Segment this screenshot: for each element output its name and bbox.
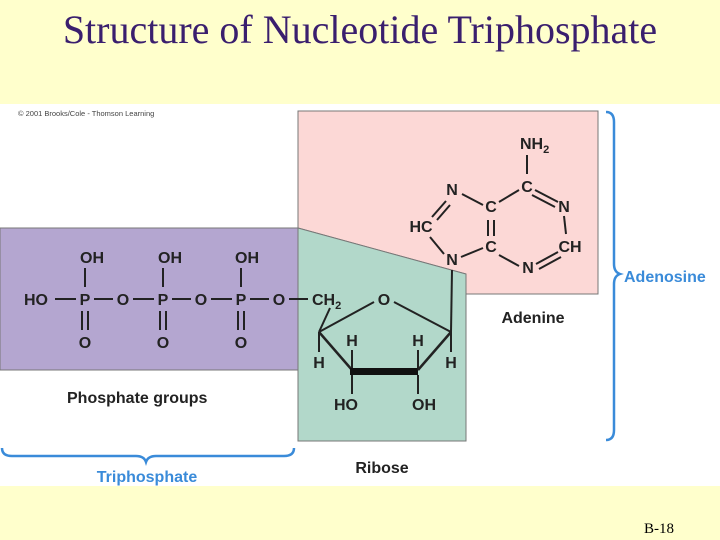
atom-ho: HO bbox=[24, 292, 48, 309]
atom-n7: N bbox=[446, 182, 458, 199]
copyright-text: © 2001 Brooks/Cole - Thomson Learning bbox=[18, 109, 154, 118]
bond bbox=[417, 331, 452, 371]
bond bbox=[318, 331, 353, 371]
bond bbox=[534, 189, 559, 203]
ribose-bottom-bond bbox=[350, 368, 418, 375]
bond bbox=[535, 251, 559, 265]
bond bbox=[450, 269, 453, 333]
atom-o-bridge-2: O bbox=[195, 292, 207, 309]
bond bbox=[318, 307, 331, 333]
nucleotide-diagram: © 2001 Brooks/Cole - Thomson Learning OH… bbox=[0, 109, 706, 486]
atom-p-1: P bbox=[80, 292, 91, 309]
atom-o-ring: O bbox=[378, 292, 390, 309]
atom-n1: N bbox=[558, 199, 570, 216]
bond bbox=[460, 247, 484, 258]
atom-c5: C bbox=[485, 199, 497, 216]
bond bbox=[498, 254, 520, 267]
atom-o-double-1: O bbox=[79, 335, 91, 352]
atom-n9: N bbox=[446, 252, 458, 269]
atom-nh2: NH2 bbox=[520, 136, 549, 156]
atom-c6: C bbox=[521, 179, 533, 196]
atom-c4: C bbox=[485, 239, 497, 256]
atom-oh-3: OH bbox=[235, 250, 259, 267]
triphosphate-bracket bbox=[0, 447, 296, 466]
atom-h-4: H bbox=[445, 355, 457, 372]
bond bbox=[498, 189, 520, 203]
ribose-label: Ribose bbox=[355, 460, 408, 477]
atom-ch2-purine: CH bbox=[558, 239, 581, 256]
bond bbox=[318, 301, 375, 333]
atom-p-3: P bbox=[236, 292, 247, 309]
adenosine-bracket bbox=[605, 110, 624, 442]
atom-oh-2: OH bbox=[158, 250, 182, 267]
adenosine-label: Adenosine bbox=[624, 269, 706, 286]
atom-oh-1: OH bbox=[80, 250, 104, 267]
nucleotide-figure: © 2001 Brooks/Cole - Thomson Learning OH… bbox=[0, 104, 720, 486]
phosphate-groups-label: Phosphate groups bbox=[67, 390, 208, 407]
bond bbox=[461, 193, 484, 206]
atom-h-2: H bbox=[346, 333, 358, 350]
atom-h-3: H bbox=[412, 333, 424, 350]
atom-o-bridge-3: O bbox=[273, 292, 285, 309]
atom-o-double-3: O bbox=[235, 335, 247, 352]
adenine-label: Adenine bbox=[501, 310, 564, 327]
atom-h-1: H bbox=[313, 355, 325, 372]
atom-ho-ribose: HO bbox=[334, 397, 358, 414]
atom-o-double-2: O bbox=[157, 335, 169, 352]
atom-ch2: CH2 bbox=[312, 292, 341, 312]
bond bbox=[563, 215, 567, 235]
bond bbox=[538, 256, 562, 270]
atom-hc8: HC bbox=[409, 219, 433, 236]
atom-n3: N bbox=[522, 260, 534, 277]
bond bbox=[436, 204, 451, 221]
bond bbox=[393, 301, 452, 333]
atom-o-bridge-1: O bbox=[117, 292, 129, 309]
triphosphate-label: Triphosphate bbox=[97, 469, 198, 486]
slide-number: B-18 bbox=[644, 521, 674, 537]
atom-oh-ribose: OH bbox=[412, 397, 436, 414]
bond bbox=[431, 200, 447, 218]
bond bbox=[429, 236, 445, 255]
page-title: Structure of Nucleotide Triphosphate bbox=[62, 7, 658, 52]
bond bbox=[531, 194, 556, 208]
atom-p-2: P bbox=[158, 292, 169, 309]
